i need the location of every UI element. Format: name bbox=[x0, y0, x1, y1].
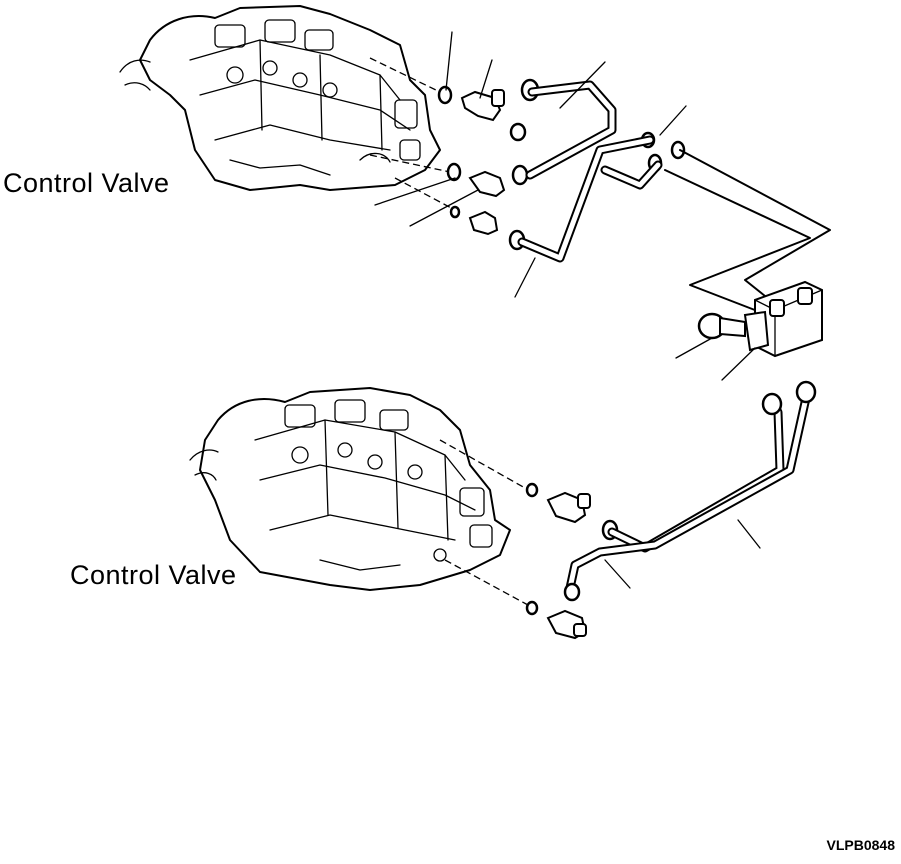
control-valve-label-bottom: Control Valve bbox=[70, 560, 237, 590]
leader-lines-bottom bbox=[604, 519, 761, 589]
alignment-lines-top bbox=[369, 57, 456, 211]
fittings-top bbox=[437, 78, 686, 251]
fittings-bottom bbox=[525, 482, 619, 640]
drawing-code: VLPB0848 bbox=[826, 837, 895, 853]
alignment-lines-bottom bbox=[439, 439, 529, 606]
control-valve-label-top: Control Valve bbox=[3, 168, 170, 198]
leader-lines-top bbox=[374, 31, 756, 381]
control-valve-bottom-body bbox=[189, 387, 511, 591]
pipes-bottom bbox=[563, 380, 817, 602]
control-valve-top-body bbox=[119, 5, 441, 191]
junction-block bbox=[697, 280, 823, 358]
pipes-top bbox=[517, 80, 831, 313]
